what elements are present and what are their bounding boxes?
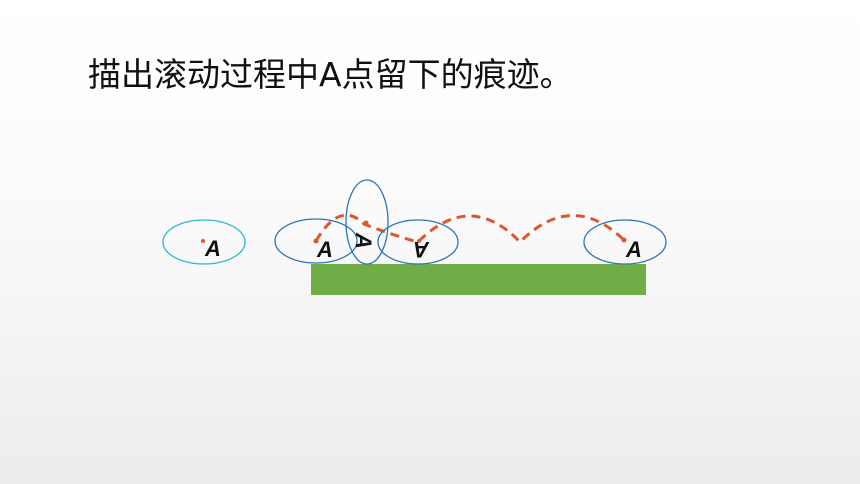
point-label-position-1: A xyxy=(316,237,333,262)
point-label-position-3: A xyxy=(413,237,430,262)
point-label-position-2: A xyxy=(351,232,376,249)
point-position-3 xyxy=(417,239,421,243)
ellipse-position-1 xyxy=(274,218,358,264)
ellipse-position-3 xyxy=(377,219,459,265)
ellipse-position-2 xyxy=(345,179,389,265)
point-position-4 xyxy=(621,237,627,243)
start-point xyxy=(201,239,205,243)
start-ellipse xyxy=(162,219,246,265)
ground-bar xyxy=(311,264,646,295)
point-position-2 xyxy=(363,220,369,226)
ellipse-position-4 xyxy=(583,219,667,265)
point-label-position-4: A xyxy=(625,237,642,262)
trace-path xyxy=(314,213,626,245)
point-position-1 xyxy=(313,238,319,244)
slide-title: 描出滚动过程中A点留下的痕迹。 xyxy=(88,55,573,94)
start-point-label: A xyxy=(204,236,221,261)
